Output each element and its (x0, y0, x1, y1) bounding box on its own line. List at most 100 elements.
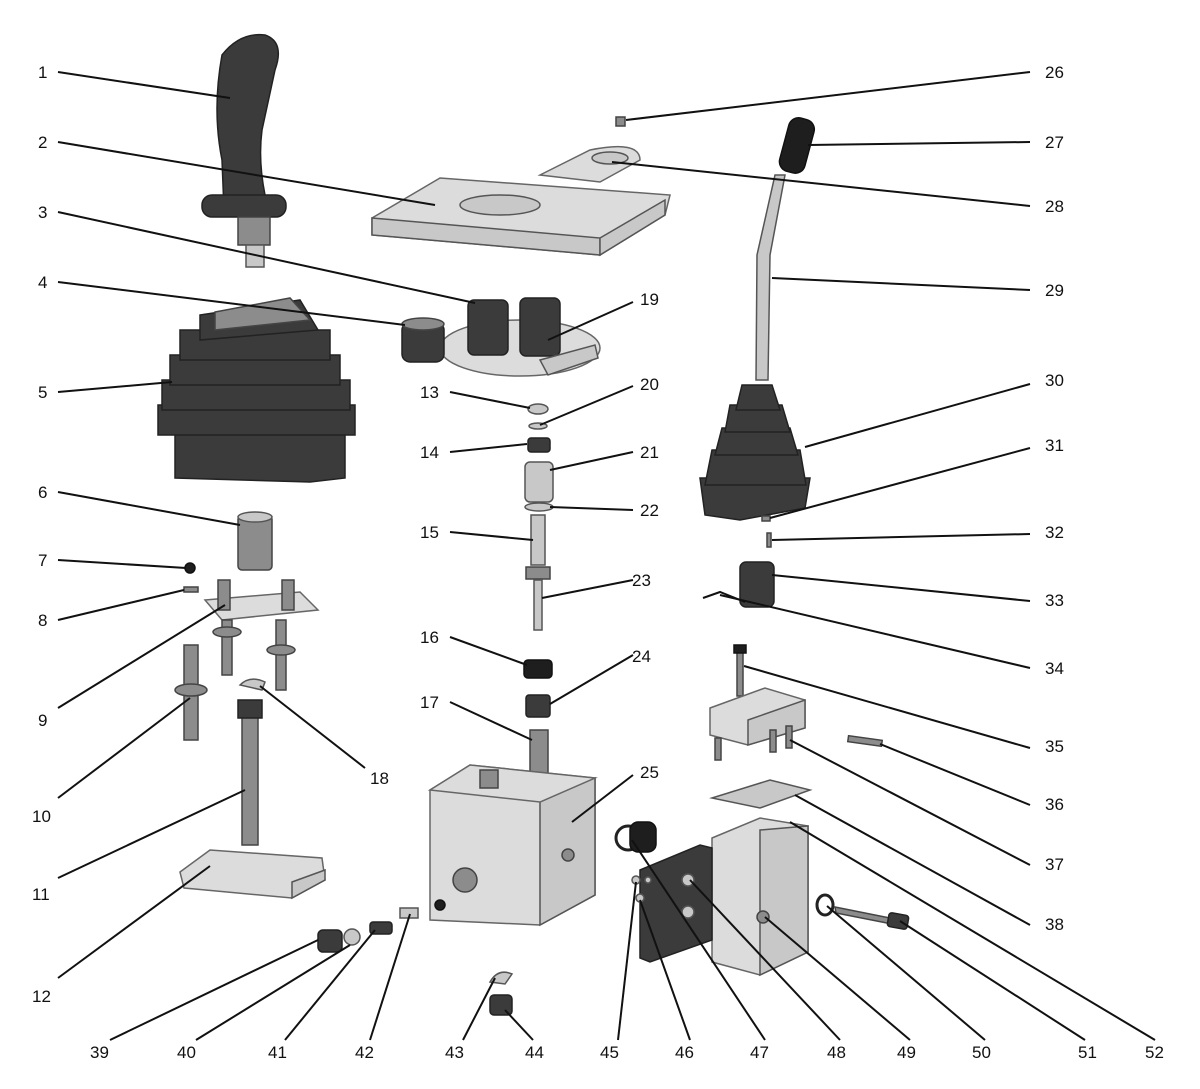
callout-6: 6 (38, 483, 47, 502)
callout-19: 19 (640, 290, 659, 309)
part-31-pin (761, 515, 771, 522)
callout-29: 29 (1045, 281, 1064, 300)
part-44-nut (489, 994, 513, 1016)
part-17-spring (529, 729, 549, 776)
part-21-bushing (524, 461, 554, 503)
part-36-pin (846, 734, 884, 748)
callout-12: 12 (32, 987, 51, 1006)
part-14-nut (527, 437, 551, 453)
part-39-cap (317, 929, 343, 953)
part-22-washer (524, 502, 554, 512)
callout-5: 5 (38, 383, 47, 402)
callout-24: 24 (632, 647, 651, 666)
callout-36: 36 (1045, 795, 1064, 814)
callout-40: 40 (177, 1043, 196, 1062)
part-24-sleeve (525, 694, 551, 718)
part-4-small-cylinder (401, 317, 445, 363)
callout-13: 13 (420, 383, 439, 402)
part-23-collar (525, 566, 551, 580)
callout-34: 34 (1045, 659, 1064, 678)
callout-43: 43 (445, 1043, 464, 1062)
callout-2: 2 (38, 133, 47, 152)
part-35-bolt (733, 644, 747, 697)
callout-37: 37 (1045, 855, 1064, 874)
callout-30: 30 (1045, 371, 1064, 390)
callout-44: 44 (525, 1043, 544, 1062)
part-6-spacer (237, 511, 273, 571)
callout-50: 50 (972, 1043, 991, 1062)
callout-20: 20 (640, 375, 659, 394)
part-8-pin (183, 586, 199, 593)
part-38-plate (709, 779, 813, 809)
callout-49: 49 (897, 1043, 916, 1062)
part-23-pin (533, 579, 543, 631)
callout-17: 17 (420, 693, 439, 712)
part-49-valve-section (711, 817, 809, 977)
fittings-39-42 (317, 907, 419, 953)
part-26-screw (615, 116, 626, 127)
part-27-knob (778, 117, 816, 174)
callout-18: 18 (370, 769, 389, 788)
callout-26: 26 (1045, 63, 1064, 82)
callout-4: 4 (38, 273, 47, 292)
callout-11: 11 (32, 885, 50, 904)
callout-23: 23 (632, 571, 651, 590)
part-2-top-plate (371, 177, 671, 257)
callout-41: 41 (268, 1043, 287, 1062)
part-34-spring-wire (702, 590, 746, 603)
parts (157, 33, 910, 1016)
part-43-clip (488, 971, 514, 985)
part-16-nut (523, 659, 553, 679)
part-11-threaded-rod (237, 699, 263, 846)
part-13-washer (527, 403, 549, 415)
callout-38: 38 (1045, 915, 1064, 934)
callout-16: 16 (420, 628, 439, 647)
callout-35: 35 (1045, 737, 1064, 756)
callout-8: 8 (38, 611, 47, 630)
callout-28: 28 (1045, 197, 1064, 216)
callout-45: 45 (600, 1043, 619, 1062)
part-1-joystick-grip (201, 33, 287, 268)
part-18-clip (238, 678, 266, 691)
callout-47: 47 (750, 1043, 769, 1062)
part-32-pin (766, 532, 772, 548)
callout-52: 52 (1145, 1043, 1164, 1062)
part-41-plug (369, 921, 393, 935)
part-10-plunger (174, 644, 208, 741)
part-33-block (739, 561, 775, 608)
callout-10: 10 (32, 807, 51, 826)
callout-51: 51 (1078, 1043, 1097, 1062)
callout-21: 21 (640, 443, 659, 462)
part-51-bolt (834, 906, 910, 930)
part-3-switch-block (439, 297, 601, 377)
part-47-ring (614, 821, 657, 853)
callout-46: 46 (675, 1043, 694, 1062)
callout-25: 25 (640, 763, 659, 782)
leader-lines (57, 71, 1156, 1041)
part-37-mounting-block (709, 687, 806, 761)
part-5-bellows-boot (157, 297, 356, 483)
callout-27: 27 (1045, 133, 1064, 152)
callout-1: 1 (38, 63, 47, 82)
center-stack (523, 403, 554, 776)
part-29-lever (755, 117, 816, 381)
callout-22: 22 (640, 501, 659, 520)
part-12-bottom-plate (179, 849, 326, 900)
callout-42: 42 (355, 1043, 374, 1062)
callout-labels: 1 2 3 4 5 6 7 8 9 10 11 12 13 14 15 16 1… (32, 63, 1164, 1062)
callout-32: 32 (1045, 523, 1064, 542)
callout-9: 9 (38, 711, 47, 730)
callout-33: 33 (1045, 591, 1064, 610)
part-28-slot-plate (537, 145, 641, 183)
callout-7: 7 (38, 551, 47, 570)
callout-14: 14 (420, 443, 439, 462)
part-15-shaft (530, 514, 546, 566)
callout-39: 39 (90, 1043, 109, 1062)
callout-3: 3 (38, 203, 47, 222)
part-50-oring (815, 893, 835, 917)
part-7-ball (184, 562, 196, 574)
callout-15: 15 (420, 523, 439, 542)
part-9-plunger-plate (203, 579, 320, 691)
callout-48: 48 (827, 1043, 846, 1062)
